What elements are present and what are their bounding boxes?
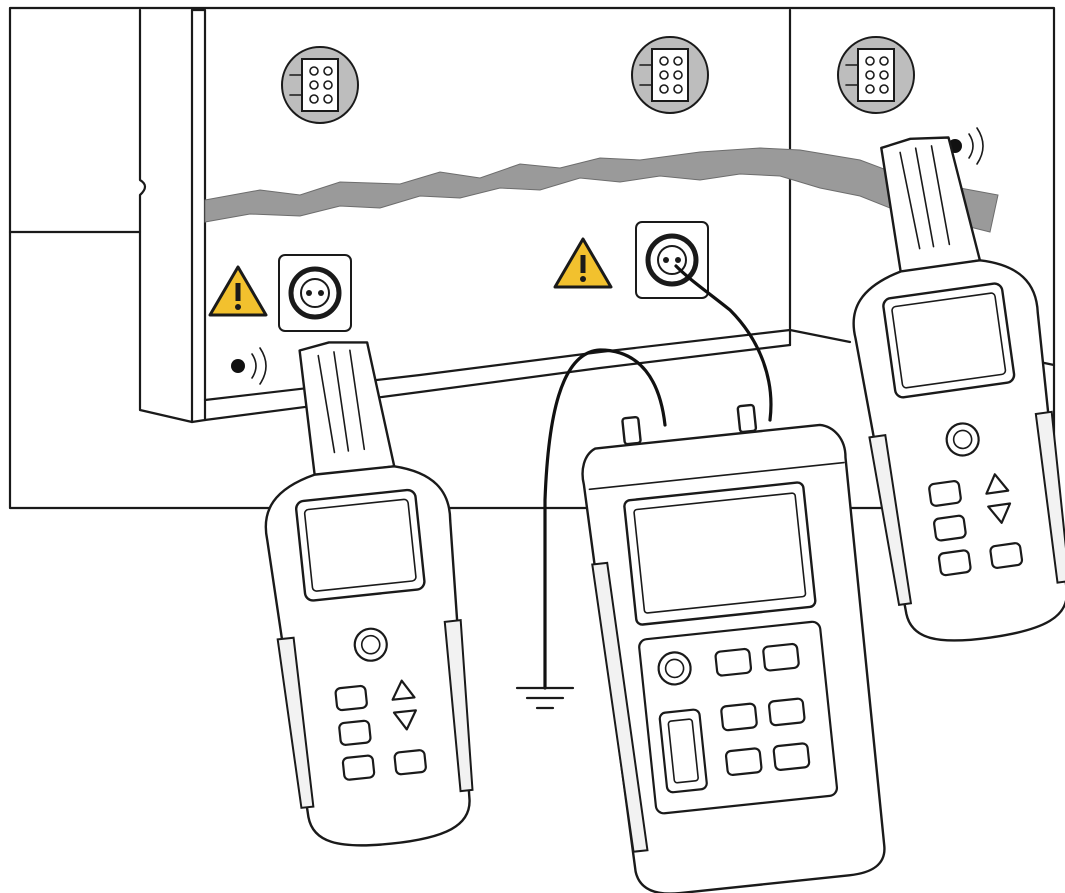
power-socket-icon — [635, 221, 709, 299]
ground-lead — [543, 348, 667, 690]
socket-lead — [674, 264, 773, 422]
power-socket-icon — [278, 254, 352, 332]
cable-receiver-icon — [852, 136, 1065, 642]
cable-trace — [204, 147, 999, 233]
junction-box-icon — [837, 36, 915, 114]
warning-triangle-icon — [553, 237, 613, 289]
warning-triangle-icon — [208, 265, 268, 317]
junction-box-icon — [631, 36, 709, 114]
cable-transmitter-icon — [581, 403, 886, 893]
cable-receiver-icon — [264, 341, 474, 847]
ground-symbol-icon — [515, 686, 575, 710]
junction-box-icon — [281, 46, 359, 124]
signal-wave-icon — [231, 347, 267, 385]
